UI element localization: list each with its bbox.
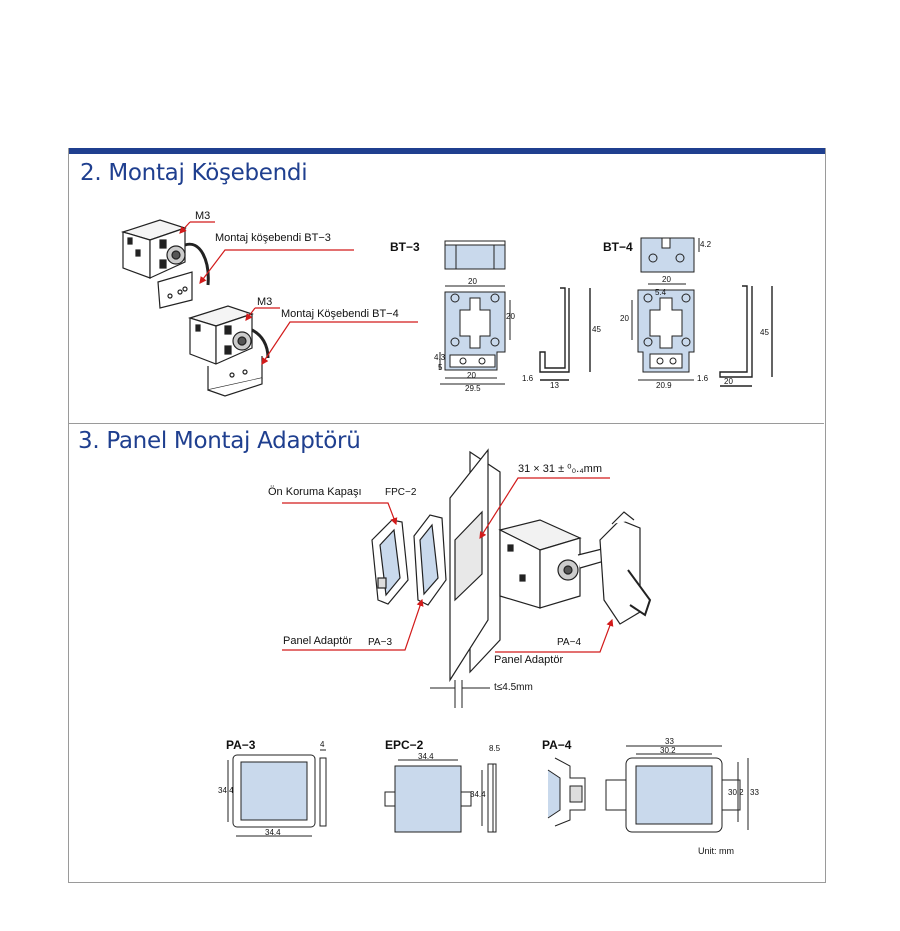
pa4-label: PA−4 — [542, 738, 572, 752]
scanner-with-pa4 — [498, 511, 652, 625]
section-title-panel: 3. Panel Montaj Adaptörü — [78, 428, 361, 454]
pa4-front-drawing — [605, 745, 749, 833]
bracket-callouts — [179, 221, 418, 365]
pa4-dim-33-side: 33 — [750, 788, 759, 797]
pa3-dim-34-4-bottom: 34.4 — [265, 828, 281, 837]
bt3-scanner-illustration — [120, 219, 210, 309]
m3-label-top: M3 — [195, 210, 211, 222]
panel-adaptor-pa3 — [413, 514, 447, 606]
panel-callouts — [282, 477, 614, 653]
epc2-dim-8-5: 8.5 — [489, 744, 501, 753]
panel-thickness-label: t≤4.5mm — [494, 682, 533, 693]
pa4-dim-30-2-top: 30.2 — [660, 746, 676, 755]
bt3-callout-label: Montaj köşebendi BT−3 — [215, 232, 331, 244]
pa4-dim-33-top: 33 — [665, 737, 674, 746]
bt4-dim-4-2: 4.2 — [700, 240, 712, 249]
bt3-dim-1-6: 1.6 — [522, 374, 534, 383]
cutout-dimension-callout: 31 × 31 ± ⁰₀.₄mm — [518, 463, 603, 475]
bt3-side-view — [539, 287, 591, 381]
epc2-dim-34-4-side: 34.4 — [470, 790, 486, 799]
bt4-dim-20-bottom: 20 — [724, 377, 733, 386]
bt4-top-view — [640, 237, 700, 273]
bt4-side-view — [719, 285, 773, 387]
front-cover-fpc2 — [371, 519, 409, 605]
bt3-dim-20-top: 20 — [468, 277, 477, 286]
m3-label-bottom: M3 — [257, 296, 273, 308]
bt4-callout-label: Montaj Köşebendi BT−4 — [281, 308, 399, 320]
section-title-bracket: 2. Montaj Köşebendi — [80, 160, 308, 186]
bt3-dim-13: 13 — [550, 381, 559, 390]
epc2-label: EPC−2 — [385, 738, 424, 752]
epc2-drawing — [384, 759, 497, 833]
panel-sheet — [449, 448, 501, 683]
pa3-label: PA−3 — [226, 738, 256, 752]
bt3-dim-20-side: 20 — [506, 312, 515, 321]
bt3-top-view — [444, 240, 506, 270]
pa3-dim-4: 4 — [320, 740, 325, 749]
bt4-label: BT−4 — [603, 240, 633, 254]
content-frame — [68, 148, 826, 883]
bt3-dim-45: 45 — [592, 325, 601, 334]
bt4-dim-1-6: 1.6 — [697, 374, 709, 383]
bt4-dim-20-side: 20 — [620, 314, 629, 323]
pa4-callout-code: PA−4 — [557, 637, 581, 648]
bt3-dim-4-3: 4.3 — [434, 353, 446, 362]
bt3-dim-20-bottom: 20 — [467, 371, 476, 380]
bt4-scanner-illustration — [187, 305, 270, 397]
thickness-arrow — [430, 680, 490, 708]
bt3-front-view — [439, 285, 511, 385]
bt3-dim-29-5: 29.5 — [465, 384, 481, 393]
epc2-dim-34-4-top: 34.4 — [418, 752, 434, 761]
fpc2-label: FPC−2 — [385, 487, 417, 498]
bt4-dim-20-9: 20.9 — [656, 381, 672, 390]
section-divider — [69, 423, 824, 424]
bt4-dim-20-top: 20 — [662, 275, 671, 284]
bt4-front-view — [631, 283, 695, 381]
bt3-label: BT−3 — [390, 240, 420, 254]
unit-note: Unit: mm — [698, 846, 734, 856]
pa3-drawing — [227, 749, 327, 837]
pa4-side-drawing — [547, 757, 586, 827]
pa3-dim-34-4-side: 34.4 — [218, 786, 234, 795]
pa4-callout-name: Panel Adaptör — [494, 654, 564, 666]
bt4-dim-45: 45 — [760, 328, 769, 337]
header-bar — [68, 148, 826, 154]
pa3-callout-name: Panel Adaptör — [283, 635, 353, 647]
front-cover-callout: Ön Koruma Kapaşı — [268, 486, 362, 498]
bt4-dim-5-4: 5.4 — [655, 288, 667, 297]
bt3-dim-5: 5 — [438, 363, 443, 372]
pa4-dim-30-2-side: 30.2 — [728, 788, 744, 797]
pa3-callout-code: PA−3 — [368, 637, 392, 648]
